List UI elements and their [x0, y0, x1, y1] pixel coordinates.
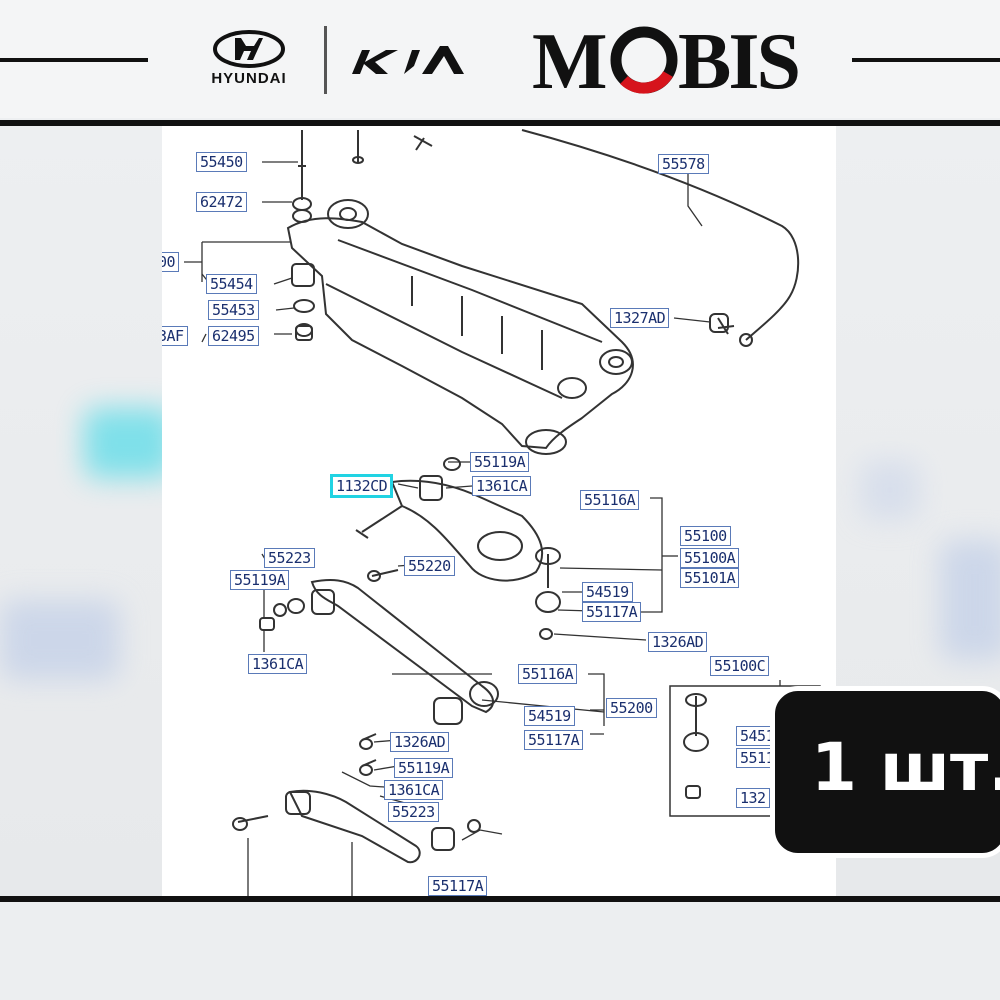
mobis-logo: M BIS — [532, 14, 812, 106]
parts-diagram: 55450 62472 00 55454 55453 3AF 62495 555… — [162, 126, 836, 896]
kia-wordmark-icon — [352, 46, 464, 74]
part-label-55100a[interactable]: 55100A — [680, 548, 740, 568]
mobis-wordmark-icon: M BIS — [532, 18, 801, 106]
blurred-label-echo — [940, 540, 1000, 660]
part-label-62495[interactable]: 62495 — [208, 326, 259, 346]
part-label-55100[interactable]: 55100 — [680, 526, 731, 546]
part-label-1361ca-low[interactable]: 1361CA — [384, 780, 444, 800]
part-label-box-5511[interactable]: 5511 — [736, 748, 779, 768]
part-label-left-cut-3af[interactable]: 3AF — [162, 326, 188, 346]
part-label-1361ca-top[interactable]: 1361CA — [472, 476, 532, 496]
header-rule-right — [852, 58, 1000, 62]
blurred-highlight-echo — [84, 408, 174, 478]
part-label-55450[interactable]: 55450 — [196, 152, 247, 172]
part-label-55101a[interactable]: 55101A — [680, 568, 740, 588]
quantity-text: 1 шт. — [811, 729, 1000, 806]
part-label-left-cut-00[interactable]: 00 — [162, 252, 180, 272]
part-label-54519-mid[interactable]: 54519 — [524, 706, 575, 726]
logo-separator — [324, 26, 327, 94]
part-label-box-132[interactable]: 132 — [736, 788, 770, 808]
hyundai-logo: HYUNDAI — [196, 30, 302, 94]
part-label-55578[interactable]: 55578 — [658, 154, 709, 174]
part-label-55116a-top[interactable]: 55116A — [580, 490, 640, 510]
part-label-1132cd-highlighted[interactable]: 1132CD — [330, 474, 394, 498]
part-label-55117a-low[interactable]: 55117A — [428, 876, 488, 896]
frame-top-rule — [0, 120, 1000, 126]
kia-logo — [348, 40, 478, 80]
part-label-55453[interactable]: 55453 — [208, 300, 259, 320]
part-label-box-5451[interactable]: 5451 — [736, 726, 779, 746]
hyundai-wordmark: HYUNDAI — [211, 70, 287, 87]
part-label-1327ad[interactable]: 1327AD — [610, 308, 670, 328]
part-label-55223-low[interactable]: 55223 — [388, 802, 439, 822]
part-label-55116a-mid[interactable]: 55116A — [518, 664, 578, 684]
part-label-1361ca-left[interactable]: 1361CA — [248, 654, 308, 674]
part-label-55223-top[interactable]: 55223 — [264, 548, 315, 568]
part-label-62472[interactable]: 62472 — [196, 192, 247, 212]
quantity-badge: 1 шт. — [770, 686, 1000, 858]
blurred-label-echo — [860, 460, 920, 520]
hyundai-emblem-icon — [213, 30, 285, 68]
part-label-1326ad-mid[interactable]: 1326AD — [390, 732, 450, 752]
part-label-55220[interactable]: 55220 — [404, 556, 455, 576]
part-label-55200[interactable]: 55200 — [606, 698, 657, 718]
blurred-bottom-strip — [0, 902, 1000, 1000]
part-label-55454[interactable]: 55454 — [206, 274, 257, 294]
svg-text:BIS: BIS — [678, 18, 798, 102]
part-label-55119a-left[interactable]: 55119A — [230, 570, 290, 590]
header-rule-left — [0, 58, 148, 62]
part-label-1326ad-top[interactable]: 1326AD — [648, 632, 708, 652]
blurred-label-echo — [0, 600, 120, 680]
part-label-55119a-low[interactable]: 55119A — [394, 758, 454, 778]
frame-bottom-rule — [0, 896, 1000, 902]
part-label-55117a-top[interactable]: 55117A — [582, 602, 642, 622]
brand-header: HYUNDAI M BIS — [0, 0, 1000, 118]
part-label-55117a-mid[interactable]: 55117A — [524, 730, 584, 750]
part-label-55100c[interactable]: 55100C — [710, 656, 770, 676]
part-label-55119a-top[interactable]: 55119A — [470, 452, 530, 472]
svg-text:M: M — [532, 18, 606, 102]
suspension-drawing — [184, 129, 821, 896]
part-label-54519-top[interactable]: 54519 — [582, 582, 633, 602]
